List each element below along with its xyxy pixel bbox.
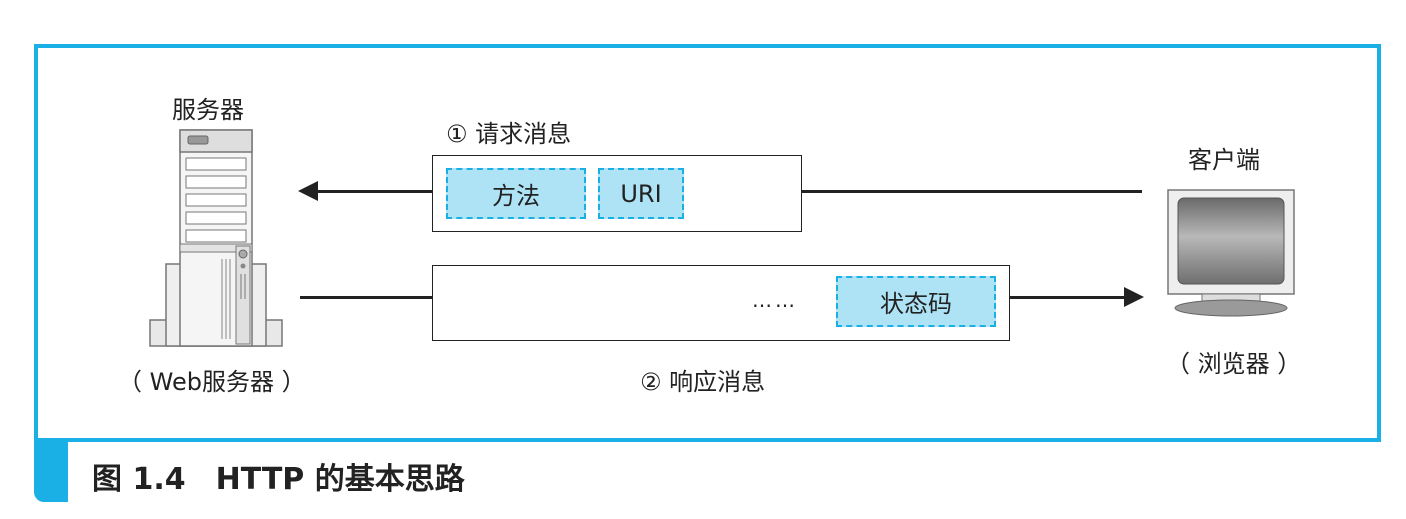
response-line-left (300, 296, 432, 299)
figure-caption: 图 1.4 HTTP 的基本思路 (92, 462, 465, 497)
request-line-left (316, 190, 432, 193)
server-title: 服务器 (172, 96, 244, 124)
client-subtitle: （ 浏览器 ） (1166, 350, 1302, 378)
diagram-frame (34, 44, 1381, 442)
server-icon (149, 129, 283, 347)
response-arrowhead (1124, 287, 1144, 307)
response-label: ② 响应消息 (640, 368, 766, 396)
caption-tab (34, 438, 68, 502)
response-line-right (1010, 296, 1126, 299)
monitor-icon (1167, 189, 1295, 317)
request-arrowhead (298, 181, 318, 201)
response-ellipsis: …… (752, 288, 798, 312)
request-label: ① 请求消息 (446, 120, 572, 148)
client-title: 客户端 (1188, 146, 1260, 174)
request-line-right (802, 190, 1142, 193)
request-field-method: 方法 (446, 168, 586, 219)
request-field-uri: URI (598, 168, 684, 219)
response-field-status-code: 状态码 (836, 276, 996, 327)
server-subtitle: （ Web服务器 ） (118, 368, 306, 396)
